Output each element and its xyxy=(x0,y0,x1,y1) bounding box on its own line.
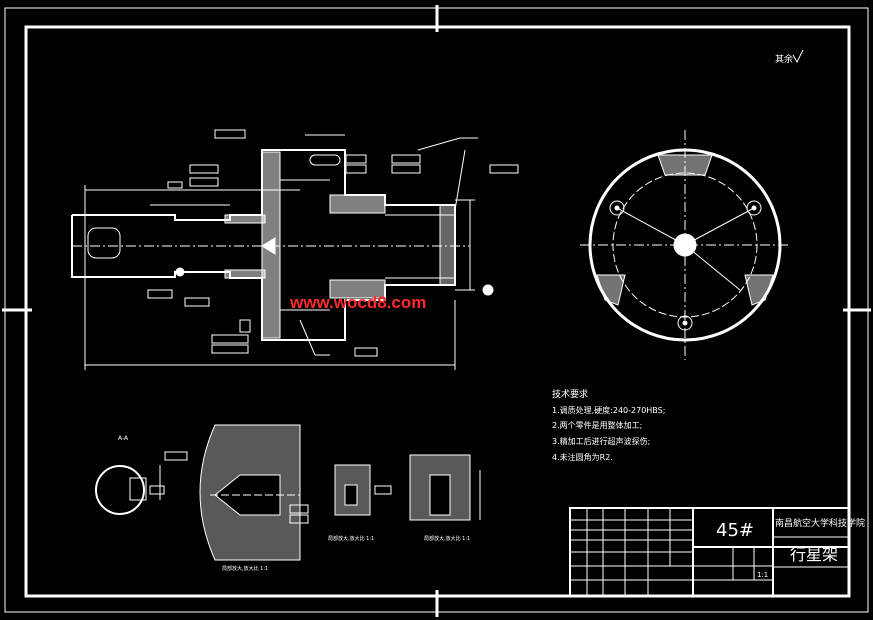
roughness-note: 其余 xyxy=(775,53,793,65)
roughness-symbol xyxy=(792,49,804,64)
sheet-frame xyxy=(2,5,871,617)
end-view xyxy=(580,130,790,360)
requirement-item-1: 1.调质处理,硬度:240-270HBS; xyxy=(552,405,665,415)
detail-view-3 xyxy=(409,454,481,521)
requirements-heading: 技术要求 xyxy=(552,388,588,400)
material-label: 45# xyxy=(716,520,754,541)
requirement-item-2: 2.两个零件是用整体加工; xyxy=(552,420,642,430)
detail-view-2 xyxy=(334,464,392,516)
part-name: 行星架 xyxy=(790,545,838,564)
detail-view-1 xyxy=(199,424,309,561)
title-block xyxy=(569,507,850,597)
detail-label-1: 局部放大,放大比 1:1 xyxy=(222,565,268,572)
detail-label-2: 局部放大,放大比 1:1 xyxy=(328,535,374,542)
requirement-item-4: 4.未注圆角为R2. xyxy=(552,452,613,462)
section-view-aa xyxy=(95,451,188,515)
requirement-item-3: 3.精加工后进行超声波探伤; xyxy=(552,436,650,446)
scale-value: 1:1 xyxy=(757,571,768,579)
detail-label-3: 局部放大,放大比 1:1 xyxy=(424,535,470,542)
technical-requirements: 技术要求 1.调质处理,硬度:240-270HBS; 2.两个零件是用整体加工;… xyxy=(552,388,665,462)
shaft-main-view xyxy=(71,129,519,370)
watermark-text: www.wocd8.com xyxy=(289,293,426,312)
section-label: A-A xyxy=(118,435,129,442)
school-name: 南昌航空大学科技学院 xyxy=(775,517,865,529)
